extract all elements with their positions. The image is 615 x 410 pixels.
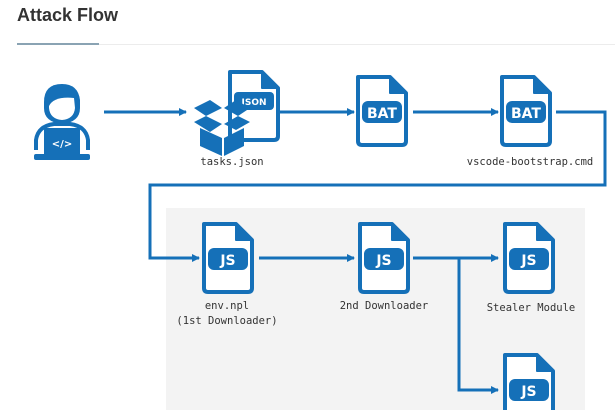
tasks-json-label: tasks.json <box>200 156 263 168</box>
js-file-icon: JS <box>503 222 555 294</box>
code-badge: </> <box>52 139 72 150</box>
bat-badge: BAT <box>367 106 397 122</box>
box-icon <box>194 100 250 156</box>
vscode-bootstrap-label: vscode-bootstrap.cmd <box>467 156 593 168</box>
js-badge: JS <box>375 253 391 269</box>
page-title: Attack Flow <box>17 5 119 25</box>
developer-laptop-icon: </> <box>34 84 90 160</box>
tab-divider <box>17 44 615 45</box>
json-badge: JSON <box>240 98 266 108</box>
first-downloader-label: (1st Downloader) <box>176 315 277 327</box>
js-file-icon: JS <box>358 222 410 294</box>
second-downloader-label: 2nd Downloader <box>340 300 429 312</box>
js-badge: JS <box>520 384 536 400</box>
stealer-module-label: Stealer Module <box>487 302 576 314</box>
js-badge: JS <box>520 253 536 269</box>
bat-badge: BAT <box>511 106 541 122</box>
active-tab-indicator <box>17 43 99 45</box>
arrow-js2-to-js4 <box>457 258 499 394</box>
bat-file-icon: BAT <box>356 75 408 147</box>
js-file-icon: JS <box>202 222 254 294</box>
env-npl-label: env.npl <box>205 300 249 312</box>
js-badge: JS <box>219 253 235 269</box>
arrow-bat2-to-js1 <box>148 110 607 262</box>
js-file-icon: JS <box>503 353 555 410</box>
bat-file-icon: BAT <box>500 75 552 147</box>
